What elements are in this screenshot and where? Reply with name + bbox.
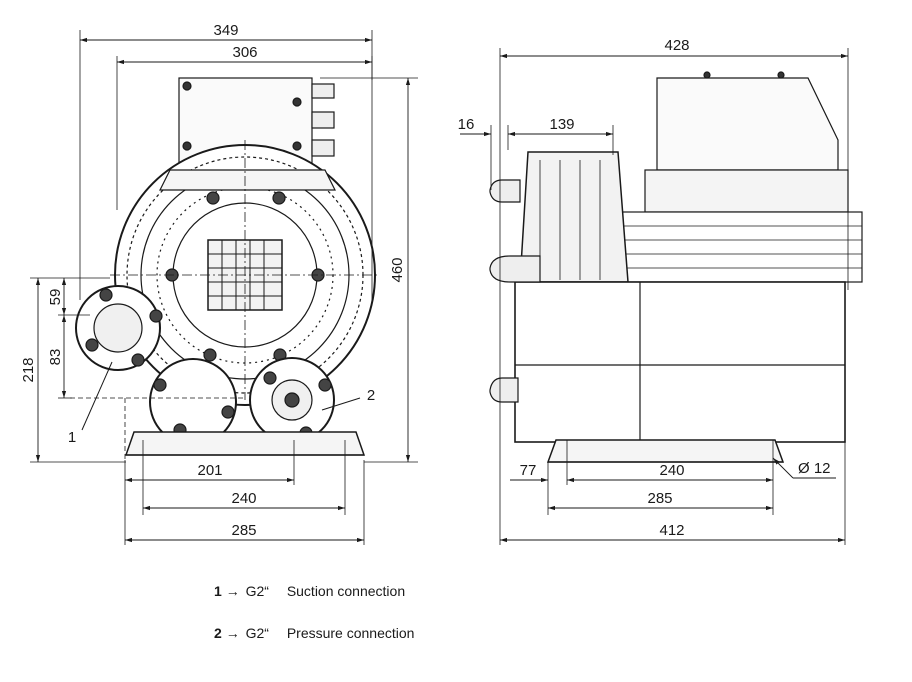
legend-thread-code: G2“ [245, 625, 269, 641]
dim-428: 428 [664, 37, 689, 54]
blower-side-housing [514, 281, 846, 443]
dim-285: 285 [231, 522, 256, 539]
dim-hole-12: Ø 12 [798, 460, 831, 477]
terminal-screw [292, 141, 302, 151]
flange-bolt [221, 405, 235, 419]
dimension-lines [35, 37, 411, 543]
dim-218: 218 [20, 357, 37, 382]
callout-leader [81, 361, 113, 431]
legend-thread-code: G2“ [245, 583, 269, 599]
legend-description: Pressure connection [286, 625, 415, 641]
side-view [460, 48, 863, 545]
cable-gland [311, 83, 335, 99]
terminal-screw [777, 71, 785, 79]
dim-77: 77 [520, 462, 537, 479]
dim-83: 83 [47, 349, 64, 366]
flange-bolt [149, 309, 163, 323]
callout-leader [321, 397, 361, 411]
nozzle [489, 377, 519, 403]
terminal-screw [182, 141, 192, 151]
terminal-screw [292, 97, 302, 107]
dim-412: 412 [659, 522, 684, 539]
nozzle [489, 179, 521, 203]
flange-bolt [99, 288, 113, 302]
side-base [546, 439, 785, 463]
base-plate [124, 431, 366, 456]
dim-306: 306 [232, 44, 257, 61]
dim-59: 59 [47, 289, 64, 306]
arrow-icon: → [225, 583, 240, 599]
suction-port [93, 303, 143, 353]
housing-bolt [206, 191, 220, 205]
pressure-port-center [284, 392, 300, 408]
fan-cover-ribs [539, 160, 601, 280]
dim-460: 460 [389, 257, 406, 282]
terminal-screw [703, 71, 711, 79]
motor-body [644, 169, 849, 213]
dim-240: 240 [231, 490, 256, 507]
housing-bolt [203, 348, 217, 362]
terminal-screw [182, 81, 192, 91]
cable-gland [311, 111, 335, 129]
legend-number: 2 [214, 625, 222, 641]
side-view-dimensions: 428 16 139 77 240 285 412 Ø 12 [458, 37, 831, 539]
flange-bolt [263, 371, 277, 385]
arrow-icon: → [225, 625, 240, 641]
flange-bolt [85, 338, 99, 352]
legend-number: 1 [214, 583, 222, 599]
dim-285-side: 285 [647, 490, 672, 507]
dim-16: 16 [458, 116, 475, 133]
front-view [30, 30, 418, 545]
side-dimension-lines [460, 53, 848, 543]
cooling-fins [159, 169, 336, 191]
housing-bolt [272, 191, 286, 205]
callout-2: 2 [367, 387, 375, 404]
terminal-box-side [656, 77, 839, 171]
dim-240-side: 240 [659, 462, 684, 479]
nozzle [489, 255, 541, 283]
side-extension-lines [490, 48, 849, 545]
flange-bolt [153, 378, 167, 392]
flange-bolt [131, 353, 145, 367]
dim-139: 139 [549, 116, 574, 133]
motor-fins [620, 225, 862, 269]
dim-201: 201 [197, 462, 222, 479]
dim-349: 349 [213, 22, 238, 39]
extension-lines [30, 30, 418, 545]
legend-description: Suction connection [286, 583, 406, 599]
flange-bolt [318, 378, 332, 392]
front-view-dimensions: 349 306 460 59 83 218 201 240 285 1 2 [20, 22, 406, 539]
legend-item-pressure: 2 → G2“ Pressure connection [214, 625, 414, 641]
callout-1: 1 [68, 429, 76, 446]
cable-gland [311, 139, 335, 157]
legend-item-suction: 1 → G2“ Suction connection [214, 583, 405, 599]
motor-body [619, 211, 863, 283]
